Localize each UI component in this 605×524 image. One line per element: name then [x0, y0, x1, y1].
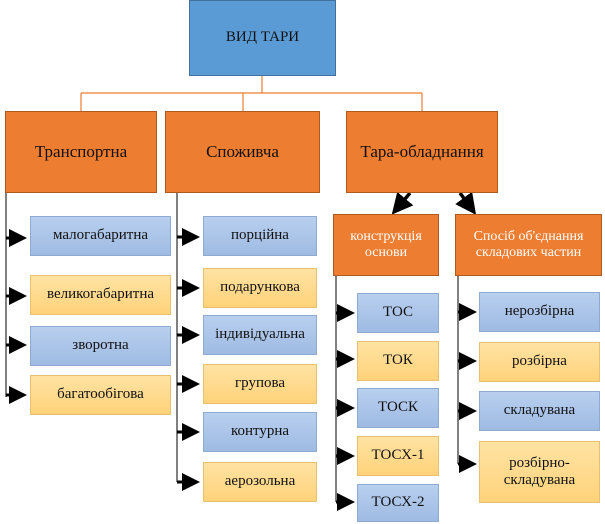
- joining-item-label: розбірна: [512, 353, 567, 370]
- joining-item: складувана: [479, 391, 600, 431]
- joining-item-label: складувана: [503, 402, 576, 419]
- category-consumer-label: Споживча: [206, 142, 279, 162]
- subgroup-joining: Спосіб об'єднання складових частин: [455, 214, 602, 276]
- category-transport-label: Транспортна: [34, 142, 128, 162]
- category-transport: Транспортна: [5, 111, 157, 193]
- construction-item: ТОК: [357, 341, 439, 381]
- root-node: ВИД ТАРИ: [189, 0, 336, 76]
- consumer-item-label: порційна: [231, 227, 289, 244]
- consumer-item-label: контурна: [230, 423, 290, 440]
- consumer-item-label: аерозольна: [224, 473, 296, 490]
- subgroup-joining-label: Спосіб об'єднання складових частин: [473, 228, 584, 260]
- category-consumer: Споживча: [165, 111, 320, 193]
- consumer-item-label: групова: [234, 375, 286, 392]
- consumer-arrows: [177, 228, 200, 491]
- transport-arrows: [6, 229, 27, 404]
- category-equipment: Тара-обладнання: [346, 111, 498, 193]
- construction-item: ТОСХ-2: [357, 484, 439, 522]
- construction-item-label: ТОС: [383, 304, 413, 321]
- construction-item: ТОСК: [357, 388, 439, 428]
- consumer-item: групова: [203, 364, 317, 404]
- consumer-item: подарункова: [203, 268, 317, 308]
- joining-item-label: розбірно-складувана: [503, 454, 576, 488]
- consumer-item-label: індивідуальна: [215, 326, 305, 343]
- construction-arrows: [336, 304, 355, 511]
- equipment-arrows: [391, 191, 477, 215]
- joining-arrows: [458, 303, 477, 473]
- subgroup-construction-label: конструкція основи: [350, 228, 422, 260]
- root-label: ВИД ТАРИ: [225, 29, 300, 46]
- consumer-item: порційна: [203, 216, 317, 256]
- construction-item-label: ТОК: [383, 352, 413, 369]
- transport-item: великогабаритна: [30, 275, 171, 315]
- subgroup-construction: конструкція основи: [333, 214, 439, 276]
- construction-item: ТОС: [357, 293, 439, 333]
- construction-item-label: ТОСХ-2: [371, 494, 425, 511]
- joining-item-label: нерозбірна: [504, 303, 575, 320]
- transport-item-label: багатообігова: [57, 386, 144, 403]
- construction-item-label: ТОСК: [378, 399, 418, 416]
- category-equipment-label: Тара-обладнання: [360, 142, 484, 162]
- joining-item: нерозбірна: [479, 292, 600, 332]
- construction-item-label: ТОСХ-1: [371, 447, 425, 464]
- transport-item: багатообігова: [30, 375, 171, 415]
- transport-item-label: зворотна: [72, 337, 129, 354]
- transport-item: малогабаритна: [30, 216, 171, 256]
- root-connector: [80, 76, 423, 111]
- consumer-item: контурна: [203, 412, 317, 452]
- consumer-item-label: подарункова: [220, 279, 300, 296]
- consumer-item: аерозольна: [203, 462, 317, 502]
- transport-item-label: великогабаритна: [46, 286, 155, 303]
- consumer-item: індивідуальна: [203, 315, 317, 355]
- construction-item: ТОСХ-1: [357, 436, 439, 476]
- joining-item: розбірна: [479, 342, 600, 382]
- transport-item-label: малогабаритна: [52, 227, 149, 244]
- transport-item: зворотна: [30, 326, 171, 366]
- joining-item: розбірно-складувана: [479, 441, 600, 503]
